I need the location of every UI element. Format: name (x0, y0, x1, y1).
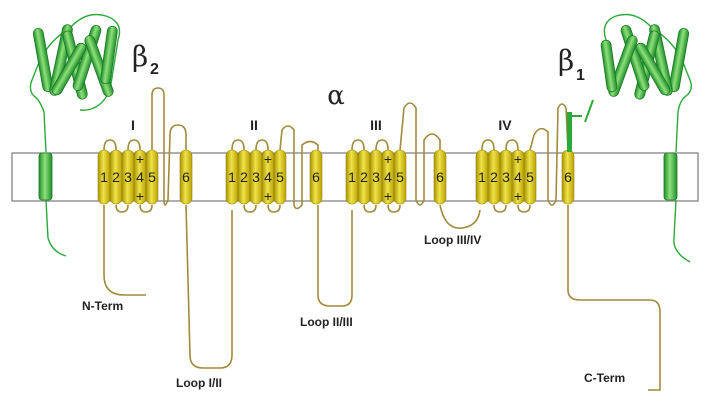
n-term-chain (103, 205, 146, 296)
domain-4-segment-4-label: 4 (514, 169, 522, 185)
domain-1-s4-charge-1: + (136, 151, 144, 167)
domain-3-segment-2-label: 2 (360, 169, 368, 185)
domain-1-segment-5-label: 5 (148, 169, 156, 185)
domain-3-segment-5-label: 5 (396, 169, 404, 185)
domain-2-segment-4-label: 4 (264, 169, 272, 185)
domain-2-s4-charge-1: + (264, 151, 272, 167)
loop-3-4-label: Loop III/IV (424, 233, 481, 247)
alpha-backbone (103, 87, 661, 391)
domain-2-label: II (250, 117, 258, 133)
domain-3-segment-4-label: 4 (384, 169, 392, 185)
domain-1-segment-3-label: 3 (124, 169, 132, 185)
c-term-chain (567, 205, 661, 391)
domain-4-segment-3-label: 3 (502, 169, 510, 185)
domain-1-segment-2-label: 2 (112, 169, 120, 185)
domain-4-segment-1-label: 1 (478, 169, 486, 185)
beta1-subunit: β 1 (558, 13, 693, 263)
c-term-label: C-Term (584, 371, 625, 385)
domain-4-segment-5 (523, 149, 537, 205)
domain-2-segment-1-label: 1 (228, 169, 236, 185)
loop-1-2 (185, 204, 233, 369)
domain-3-label: III (370, 117, 382, 133)
domain-2-segment-6 (309, 149, 323, 205)
n-term-label: N-Term (82, 299, 123, 313)
loop-3-4 (439, 204, 481, 229)
domain-2-segment-6-label: 6 (312, 169, 320, 185)
domain-3-segment-6-label: 6 (436, 169, 444, 185)
domain-1-s4-charge-2: + (136, 188, 144, 204)
domain-3-segment-1-label: 1 (348, 169, 356, 185)
domain-2-s4-charge-2: + (264, 188, 272, 204)
loop-1-2-label: Loop I/II (176, 376, 222, 390)
loop-2-3 (317, 205, 353, 307)
domain-1-segment-4-label: 4 (136, 169, 144, 185)
domain-4-segment-5-label: 5 (526, 169, 534, 185)
domain-3-s4-charge-2: + (384, 188, 392, 204)
domain-1-segment-6-label: 6 (182, 169, 190, 185)
loop-2-3-label: Loop II/III (300, 315, 353, 329)
domain-3-segment-3-label: 3 (372, 169, 380, 185)
domain-4-segment-2-label: 2 (490, 169, 498, 185)
domain-1-segment-6 (179, 149, 193, 205)
beta2-subscript: 2 (150, 61, 159, 78)
domain-1-label: I (131, 117, 135, 133)
domain-2-segment-2-label: 2 (240, 169, 248, 185)
beta1-label: β (558, 44, 574, 77)
alpha-subunit-label: α (327, 81, 345, 111)
beta2-subunit: β 2 (29, 13, 159, 257)
domain-3-s4-charge-1: + (384, 151, 392, 167)
beta2-label: β (132, 40, 148, 73)
domain-4-s4-charge-2: + (514, 188, 522, 204)
domain-2-segment-5-label: 5 (276, 169, 284, 185)
domain-4-s4-charge-1: + (514, 151, 522, 167)
domain-1-segment-1-label: 1 (100, 169, 108, 185)
domain-2-segment-5 (273, 149, 287, 205)
domain-3-segment-6 (433, 149, 447, 205)
domain-2-segment-3-label: 3 (252, 169, 260, 185)
domain-4-label: IV (498, 117, 512, 133)
domain-4-segment-6-label: 6 (564, 169, 572, 185)
beta1-subscript: 1 (576, 67, 585, 84)
domain-3-segment-5 (393, 149, 407, 205)
domain-1-segment-5 (145, 149, 159, 205)
